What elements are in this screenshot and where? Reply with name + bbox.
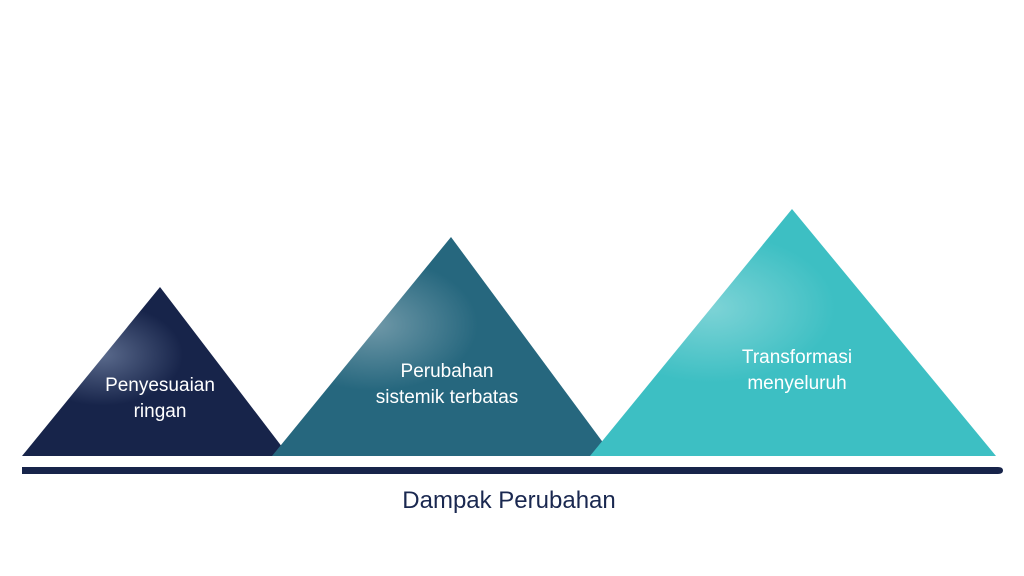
- label-line-2: sistemik terbatas: [375, 387, 519, 408]
- label-line-1: Perubahan: [400, 361, 494, 382]
- label-transformasi-menyeluruh: Transformasi menyeluruh: [697, 345, 897, 397]
- label-perubahan-sistemik-terbatas: Perubahan sistemik terbatas: [347, 359, 547, 411]
- label-line-1: Transformasi: [741, 347, 853, 368]
- impact-axis-bar: [22, 467, 1003, 474]
- label-line-2: menyeluruh: [747, 373, 847, 394]
- triangle-penyesuaian-ringan: [22, 287, 289, 456]
- triangle-perubahan-sistemik-terbatas: [272, 237, 613, 456]
- label-line-1: Penyesuaian: [105, 375, 215, 396]
- label-penyesuaian-ringan: Penyesuaian ringan: [60, 373, 260, 425]
- label-line-2: ringan: [133, 401, 187, 422]
- triangle-transformasi-menyeluruh: [590, 209, 996, 456]
- axis-label-dampak-perubahan: Dampak Perubahan: [402, 487, 616, 514]
